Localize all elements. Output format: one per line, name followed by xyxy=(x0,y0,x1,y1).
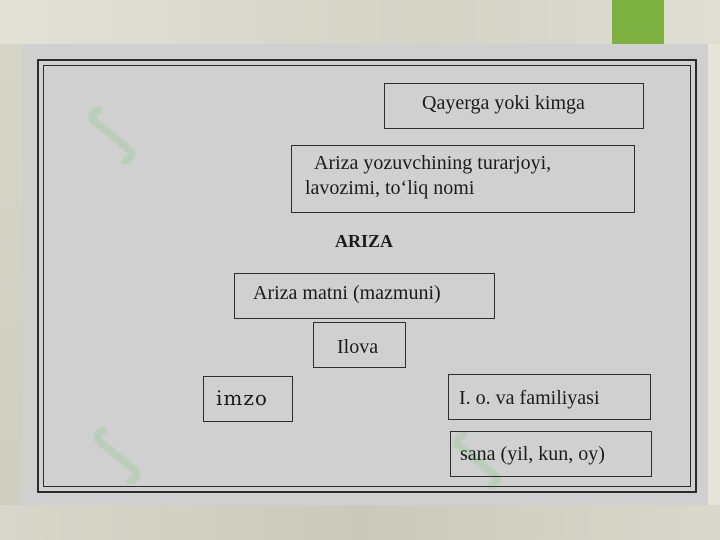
body-text: Ariza matni (mazmuni) xyxy=(253,282,441,304)
author-text-line1: Ariza yozuvchining turarjoyi, xyxy=(314,152,552,174)
signature-box: imzo xyxy=(203,376,293,422)
attachment-text: Ilova xyxy=(337,336,379,358)
body-box: Ariza matni (mazmuni) xyxy=(234,273,495,319)
document-slide xyxy=(22,44,708,505)
author-box: Ariza yozuvchining turarjoyi, lavozimi, … xyxy=(291,145,635,213)
form-frame-inner xyxy=(43,65,691,487)
form-frame-outer xyxy=(37,59,697,493)
document-title: ARIZA xyxy=(335,231,394,251)
corner-accent-block xyxy=(612,0,664,44)
full-name-text: I. o. va familiyasi xyxy=(459,387,600,409)
signature-text: imzo xyxy=(216,386,268,410)
author-text-line2: lavozimi, to‘liq nomi xyxy=(305,177,475,199)
date-text: sana (yil, kun, oy) xyxy=(460,443,605,465)
date-box: sana (yil, kun, oy) xyxy=(450,431,652,477)
background-left xyxy=(0,0,22,540)
attachment-box: Ilova xyxy=(313,322,406,368)
addressee-box: Qayerga yoki kimga xyxy=(384,83,644,129)
full-name-box: I. o. va familiyasi xyxy=(448,374,651,420)
background-bottom xyxy=(0,505,720,540)
background-top xyxy=(0,0,720,44)
addressee-text: Qayerga yoki kimga xyxy=(422,92,585,114)
